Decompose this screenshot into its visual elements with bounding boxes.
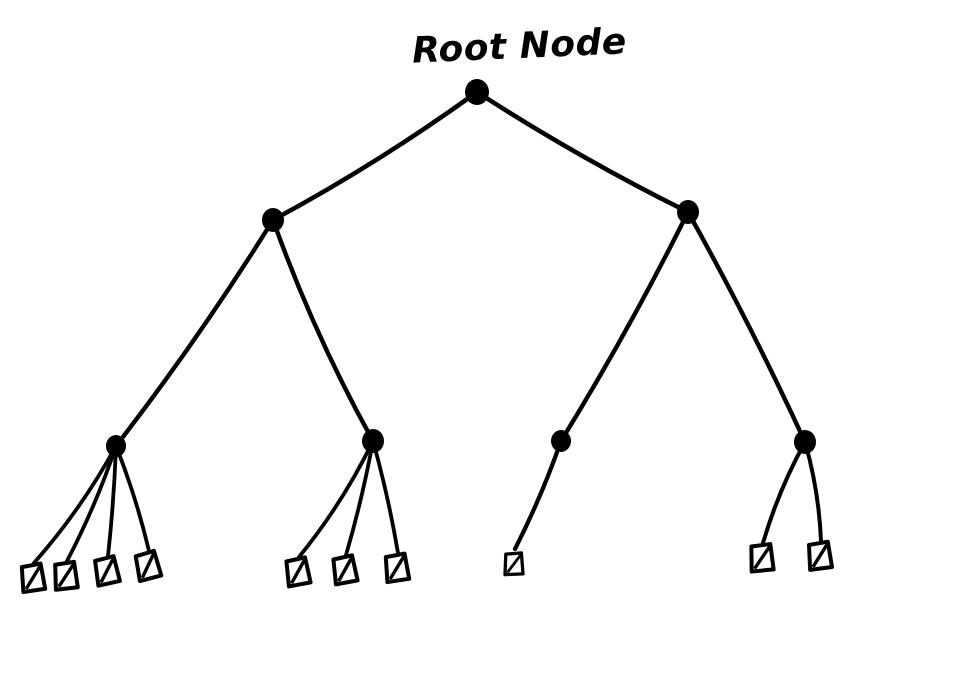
leaf-slash-leaf-1: [25, 566, 41, 590]
leaf-node-leaf-6: [331, 553, 360, 587]
tree-edge-root-child-right: [474, 89, 691, 215]
tree-edge-child-left-grandchild-2: [270, 217, 376, 444]
tree-edge-grandchild-2-leaf-5: [297, 439, 375, 559]
leaf-node-leaf-2: [53, 559, 80, 592]
tree-edge-root-child-left: [270, 89, 480, 223]
leaf-node-leaf-4: [133, 548, 164, 584]
tree-edge-grandchild-2-leaf-6: [344, 439, 375, 557]
leaf-node-leaf-8: [503, 551, 525, 577]
tree-node-grandchild-4: [794, 430, 816, 454]
tree-edge-grandchild-1-leaf-3: [106, 444, 118, 558]
leaf-node-leaf-7: [383, 551, 412, 585]
leaf-slash-leaf-9: [753, 546, 771, 570]
tree-edge-grandchild-3-leaf-8: [512, 438, 564, 552]
tree-node-grandchild-1: [106, 435, 126, 457]
leaf-slash-leaf-2: [57, 564, 75, 588]
tree-edge-grandchild-4-leaf-9: [761, 440, 807, 545]
tree-edge-grandchild-1-leaf-4: [114, 444, 151, 553]
tree-edge-child-right-grandchild-4: [685, 209, 808, 445]
leaf-slash-leaf-10: [812, 544, 828, 568]
leaf-node-leaf-5: [284, 555, 313, 589]
leaf-node-leaf-1: [19, 561, 48, 595]
leaf-node-leaf-3: [93, 554, 122, 588]
tree-node-child-right: [677, 200, 699, 224]
tree-edge-child-right-grandchild-3: [558, 209, 691, 444]
tree-node-root: [465, 79, 489, 105]
tree-edge-grandchild-1-leaf-2: [65, 444, 118, 563]
tree-node-grandchild-2: [362, 429, 384, 453]
tree-edge-grandchild-4-leaf-10: [803, 440, 823, 543]
tree-edge-child-left-grandchild-1: [113, 217, 276, 449]
tree-node-child-left: [262, 208, 284, 232]
leaf-slash-leaf-7: [389, 556, 405, 580]
leaf-slash-leaf-8: [506, 554, 522, 573]
tree-edge-grandchild-2-leaf-7: [371, 439, 400, 555]
leaf-slash-leaf-4: [141, 553, 155, 578]
tree-node-grandchild-3: [551, 430, 571, 452]
leaf-slash-leaf-5: [290, 559, 306, 584]
leaf-node-leaf-9: [749, 542, 776, 574]
tree-edge-grandchild-1-leaf-1: [32, 444, 118, 565]
leaf-slash-leaf-6: [337, 557, 353, 582]
leaf-node-leaf-10: [806, 539, 835, 572]
leaf-slash-leaf-3: [99, 558, 114, 583]
